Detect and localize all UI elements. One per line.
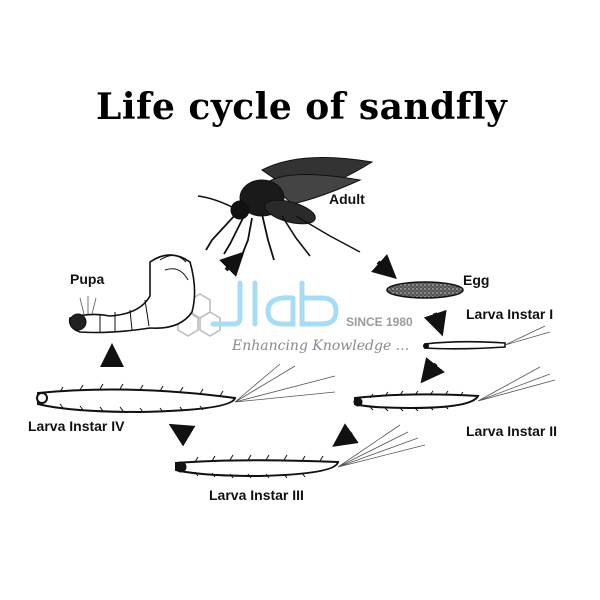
watermark-jlab-logo xyxy=(210,280,339,327)
arrow-pupa-to-adult xyxy=(219,251,245,277)
larva-instar-4-drawing xyxy=(36,363,336,414)
arrow-larva1-to-larva2 xyxy=(420,357,445,384)
adult-sandfly-drawing xyxy=(197,157,374,261)
egg-drawing xyxy=(386,281,464,299)
label-egg: Egg xyxy=(463,272,490,288)
diagram-title: Life cycle of sandfly xyxy=(96,86,508,128)
label-larva-instar-1: Larva Instar I xyxy=(466,306,554,322)
label-adult: Adult xyxy=(329,191,365,207)
arrow-adult-to-egg xyxy=(371,254,397,280)
pupa-drawing xyxy=(68,254,196,334)
arrow-egg-to-larva1 xyxy=(423,309,447,337)
watermark-tagline-text: Enhancing Knowledge ... xyxy=(232,338,410,354)
arrow-larva3-to-larva4 xyxy=(168,423,196,447)
cycle-arrows xyxy=(100,251,447,447)
label-pupa: Pupa xyxy=(70,271,105,287)
watermark-since-text: SINCE 1980 xyxy=(346,315,413,329)
arrow-larva2-to-larva3 xyxy=(332,423,359,447)
larva-instar-1-drawing xyxy=(423,325,551,350)
label-larva-instar-4: Larva Instar IV xyxy=(28,418,125,434)
label-larva-instar-2: Larva Instar II xyxy=(466,423,558,439)
larva-instar-3-drawing xyxy=(175,424,426,479)
larva-instar-2-drawing xyxy=(353,366,556,412)
label-larva-instar-3: Larva Instar III xyxy=(209,487,304,503)
